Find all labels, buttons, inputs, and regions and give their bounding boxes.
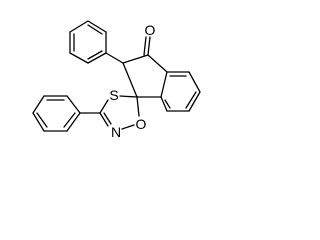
carbonyl-oxygen-label: O (145, 22, 156, 38)
phenyl-to-ch-bond (105, 52, 124, 64)
atom-carbonyl-oxygen: O (145, 22, 156, 38)
carbonyl-bond (143, 36, 151, 56)
atom-ring-sulfur: S (109, 87, 118, 103)
bottom-phenyl-ring (32, 95, 81, 132)
atom-ring-oxygen: O (136, 116, 147, 132)
chemical-structure-diagram: O S N O (32, 20, 201, 140)
ring-oxygen-label: O (136, 116, 147, 132)
indanone-five-ring (122, 54, 168, 98)
ring-sulfur-label: S (109, 87, 118, 103)
oxathiazole-ring (99, 95, 140, 130)
ring-nitrogen-label: N (111, 124, 121, 140)
atom-ring-nitrogen: N (111, 124, 121, 140)
top-phenyl-ring (69, 20, 107, 64)
benzo-ring (160, 71, 201, 112)
